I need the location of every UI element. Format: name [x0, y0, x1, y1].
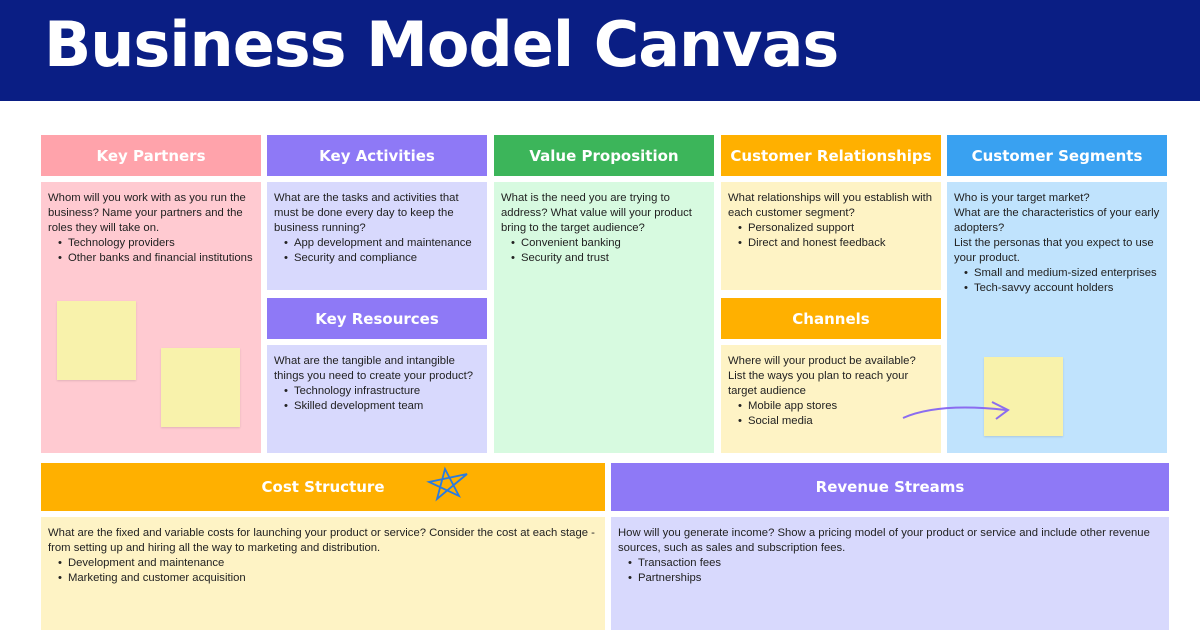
customer-segments-prompt: Who is your target market? [954, 192, 1090, 204]
list-item: Small and medium-sized enterprises [964, 266, 1160, 281]
list-item: Security and compliance [284, 251, 480, 266]
list-item: Other banks and financial institutions [58, 251, 254, 266]
customer-relationships-block[interactable]: What relationships will you establish wi… [721, 182, 941, 290]
list-item: Technology providers [58, 236, 254, 251]
list-item: Partnerships [628, 571, 1162, 586]
customer-relationships-prompt: What relationships will you establish wi… [728, 192, 933, 219]
list-item: Development and maintenance [58, 556, 598, 571]
list-item: Tech-savvy account holders [964, 281, 1160, 296]
list-item: Mobile app stores [738, 399, 934, 414]
channels-header: Channels [721, 298, 941, 339]
page-title: Business Model Canvas [44, 8, 839, 81]
list-item: Skilled development team [284, 399, 480, 414]
cost-structure-prompt: What are the fixed and variable costs fo… [48, 527, 595, 554]
key-resources-header: Key Resources [267, 298, 487, 339]
star-doodle-icon [426, 466, 468, 502]
key-resources-prompt: What are the tangible and intangible thi… [274, 355, 474, 382]
key-partners-header: Key Partners [41, 135, 261, 176]
key-resources-block[interactable]: What are the tangible and intangible thi… [267, 345, 487, 453]
list-item: Direct and honest feedback [738, 236, 934, 251]
sticky-note[interactable] [984, 357, 1063, 436]
value-proposition-block[interactable]: What is the need you are trying to addre… [494, 182, 714, 453]
cost-structure-block[interactable]: What are the fixed and variable costs fo… [41, 517, 605, 630]
channels-prompt: Where will your product be available? Li… [728, 355, 916, 397]
key-activities-block[interactable]: What are the tasks and activities that m… [267, 182, 487, 290]
value-proposition-prompt: What is the need you are trying to addre… [501, 192, 692, 234]
revenue-streams-header: Revenue Streams [611, 463, 1169, 511]
key-partners-prompt: Whom will you work with as you run the b… [48, 192, 246, 234]
channels-block[interactable]: Where will your product be available? Li… [721, 345, 941, 453]
revenue-streams-prompt: How will you generate income? Show a pri… [618, 527, 1150, 554]
list-item: Personalized support [738, 221, 934, 236]
customer-segments-prompt-2: What are the characteristics of your ear… [954, 207, 1160, 234]
sticky-note[interactable] [161, 348, 240, 427]
customer-segments-prompt-3: List the personas that you expect to use… [954, 237, 1154, 264]
sticky-note[interactable] [57, 301, 136, 380]
list-item: Convenient banking [511, 236, 707, 251]
key-activities-prompt: What are the tasks and activities that m… [274, 192, 459, 234]
list-item: App development and maintenance [284, 236, 480, 251]
cost-structure-header: Cost Structure [41, 463, 605, 511]
value-proposition-header: Value Proposition [494, 135, 714, 176]
list-item: Technology infrastructure [284, 384, 480, 399]
key-activities-header: Key Activities [267, 135, 487, 176]
list-item: Transaction fees [628, 556, 1162, 571]
list-item: Marketing and customer acquisition [58, 571, 598, 586]
arrow-icon[interactable] [900, 398, 1015, 426]
list-item: Security and trust [511, 251, 707, 266]
revenue-streams-block[interactable]: How will you generate income? Show a pri… [611, 517, 1169, 630]
page-header: Business Model Canvas [0, 0, 1200, 101]
list-item: Social media [738, 414, 934, 429]
customer-relationships-header: Customer Relationships [721, 135, 941, 176]
customer-segments-header: Customer Segments [947, 135, 1167, 176]
